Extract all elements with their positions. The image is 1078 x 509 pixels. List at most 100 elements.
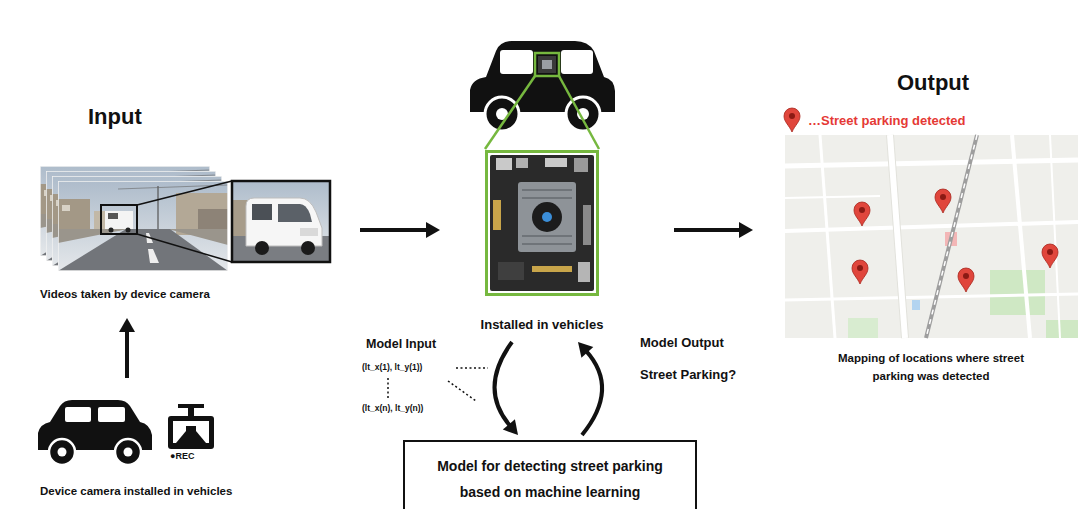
camera-vehicle bbox=[58, 448, 67, 457]
flow-arrow bbox=[360, 222, 440, 238]
vehicle-silhouette bbox=[566, 97, 600, 131]
video-frames bbox=[105, 211, 133, 229]
arrow-line bbox=[125, 330, 129, 378]
camera-vehicle bbox=[65, 407, 91, 422]
video-frames bbox=[137, 234, 232, 262]
arrow-line bbox=[674, 228, 741, 232]
street-map bbox=[785, 160, 1078, 166]
embedded-board bbox=[532, 202, 562, 232]
rec-indicator: ●REC bbox=[170, 451, 194, 462]
input-leaders bbox=[448, 381, 476, 401]
camera-vehicle bbox=[38, 400, 152, 465]
legend-pin bbox=[784, 108, 800, 132]
arrow-head bbox=[739, 222, 753, 238]
arrow-head bbox=[503, 419, 518, 435]
camera-vehicle-group: Device camera installed in vehicles bbox=[38, 388, 338, 502]
embedded-board bbox=[522, 197, 572, 199]
video-frames bbox=[101, 205, 137, 234]
arrow-line bbox=[582, 351, 602, 435]
street-map bbox=[990, 270, 1045, 315]
zoom-inset bbox=[232, 181, 330, 262]
device-box: Installed in vehicles bbox=[467, 148, 617, 338]
video-input: Videos taken by device camera bbox=[38, 160, 345, 308]
flow-arrow bbox=[674, 222, 753, 238]
embedded-board bbox=[516, 158, 528, 168]
map-output: Mapping of locations where street parkin… bbox=[783, 133, 1078, 391]
street-map bbox=[1012, 135, 1030, 338]
street-map bbox=[1042, 244, 1058, 268]
video-frames bbox=[40, 166, 232, 271]
edge-label: Model Output Street Parking? bbox=[640, 327, 752, 391]
embedded-board bbox=[574, 158, 588, 172]
flow-arrow bbox=[578, 342, 602, 435]
embedded-board bbox=[496, 158, 512, 170]
street-map bbox=[890, 135, 905, 338]
embedded-board bbox=[522, 189, 572, 191]
vehicle-silhouette bbox=[538, 56, 556, 73]
input-leaders bbox=[456, 367, 488, 369]
embedded-board bbox=[522, 243, 572, 245]
camera-vehicle bbox=[98, 407, 125, 422]
vehicle-silhouette bbox=[559, 76, 599, 149]
embedded-board bbox=[578, 262, 590, 282]
camera-vehicle bbox=[124, 448, 133, 457]
zoom-inset bbox=[232, 181, 330, 262]
node-text: Device camera installed in vehicles bbox=[40, 484, 232, 499]
embedded-board bbox=[545, 158, 567, 167]
node-text: Mapping of locations where street parkin… bbox=[821, 349, 1041, 385]
camera-vehicle bbox=[115, 439, 141, 465]
zoom-inset bbox=[300, 228, 318, 236]
embedded-board bbox=[583, 205, 591, 245]
model-box: Model for detecting street parking based… bbox=[403, 440, 697, 509]
video-frames bbox=[137, 181, 232, 205]
arrow-line bbox=[495, 342, 512, 426]
arrow-line bbox=[360, 228, 428, 232]
zoom-inset bbox=[246, 198, 322, 246]
embedded-board bbox=[532, 266, 572, 272]
input-vector: (lt_x(1), lt_y(1)) bbox=[362, 362, 422, 373]
camera-vehicle bbox=[49, 439, 75, 465]
street-map bbox=[912, 300, 920, 310]
vehicle-silhouette bbox=[535, 53, 559, 76]
street-map bbox=[926, 135, 977, 338]
zoom-inset bbox=[255, 241, 269, 255]
device-frame bbox=[485, 150, 599, 296]
zoom-inset bbox=[278, 204, 312, 222]
video-frames bbox=[108, 213, 118, 219]
zoom-inset bbox=[232, 181, 330, 262]
embedded-board bbox=[490, 155, 594, 291]
dashcam-icon bbox=[188, 408, 194, 417]
embedded-board bbox=[498, 262, 524, 280]
embedded-board bbox=[493, 200, 501, 230]
video-frames bbox=[109, 228, 114, 233]
dashcam-icon bbox=[178, 404, 204, 408]
arrow-head bbox=[119, 318, 135, 332]
embedded-board bbox=[542, 212, 552, 222]
flow-arrow bbox=[119, 318, 135, 378]
dashcam-icon bbox=[173, 421, 209, 443]
section-heading: Output bbox=[897, 70, 969, 96]
vehicle-silhouette bbox=[500, 50, 533, 74]
vehicle-silhouette bbox=[470, 41, 615, 149]
street-map bbox=[1050, 135, 1060, 338]
legend-pin bbox=[784, 108, 800, 132]
legend-text: …Street parking detected bbox=[808, 113, 966, 129]
street-map bbox=[958, 268, 974, 292]
dashcam-icon bbox=[168, 416, 214, 449]
street-map bbox=[848, 318, 878, 338]
video-frames bbox=[58, 181, 228, 271]
dashcam-icon bbox=[186, 426, 196, 433]
street-map bbox=[785, 294, 1078, 300]
street-map bbox=[785, 222, 1078, 231]
street-map bbox=[852, 260, 868, 284]
embedded-board bbox=[490, 155, 594, 291]
section-heading: Input bbox=[88, 104, 142, 130]
zoom-inset bbox=[301, 241, 315, 255]
embedded-board bbox=[518, 182, 576, 252]
input-leaders bbox=[388, 368, 488, 401]
street-map bbox=[935, 189, 951, 213]
input-vector: (lt_x(n), lt_y(n)) bbox=[362, 403, 423, 414]
street-map bbox=[854, 202, 870, 226]
node-text: Videos taken by device camera bbox=[40, 287, 210, 302]
